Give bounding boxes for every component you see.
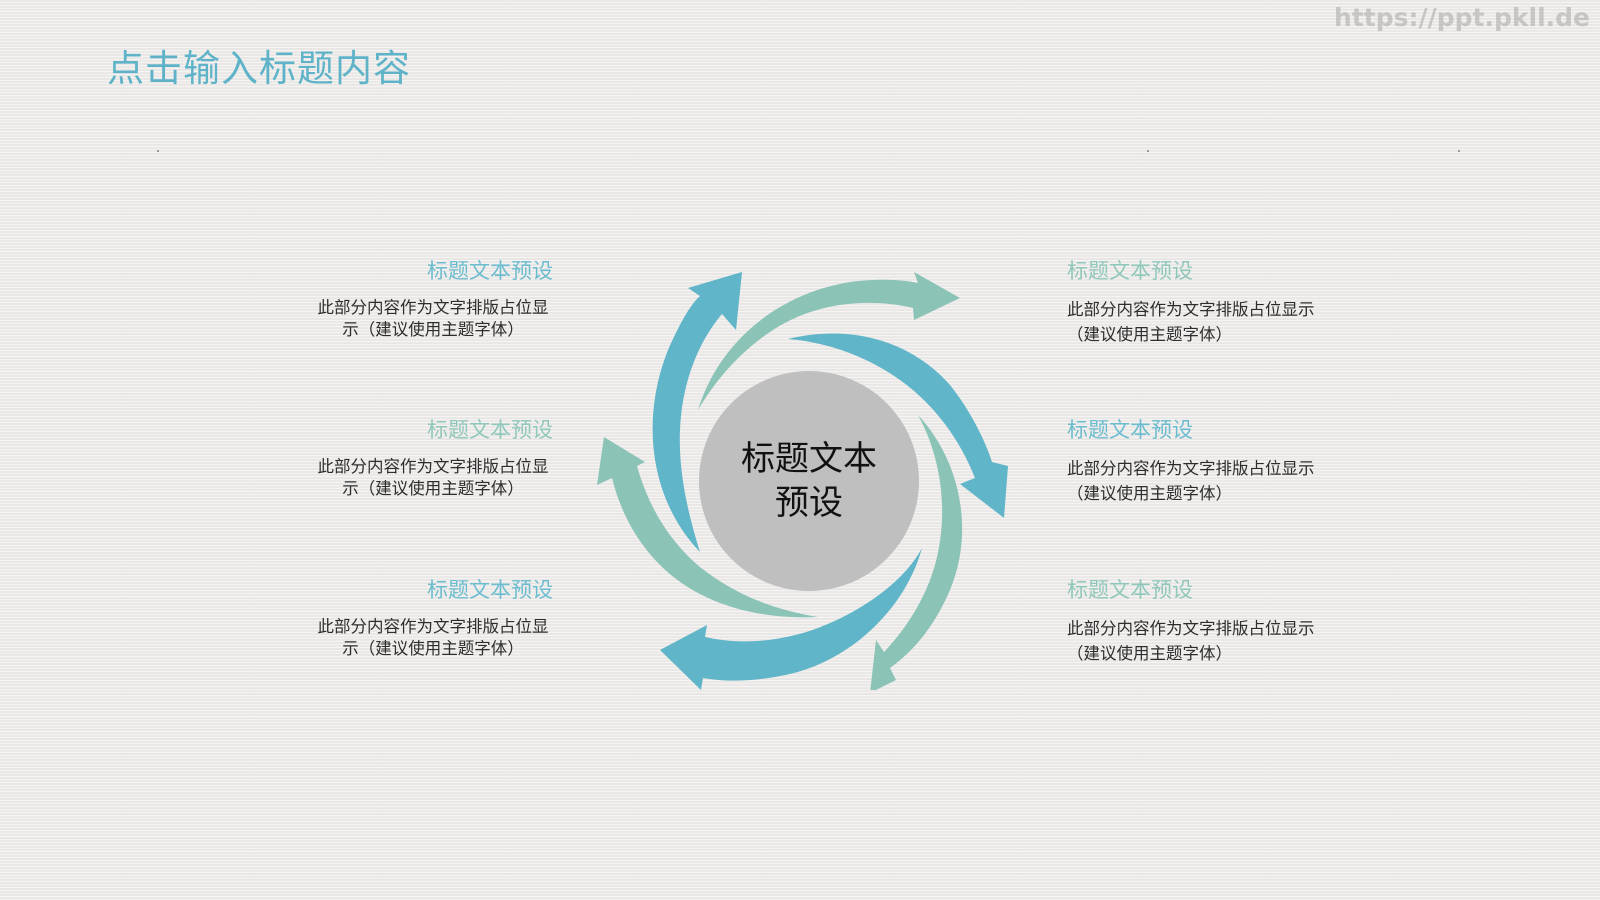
item-desc: 此部分内容作为文字排版占位显示（建议使用主题字体） xyxy=(317,617,549,658)
decor-dot xyxy=(1458,150,1460,152)
arrow-green-bottom-right-icon[interactable] xyxy=(870,415,963,690)
watermark: https://ppt.pkll.de xyxy=(1334,3,1590,32)
center-circle[interactable]: 标题文本预设 xyxy=(699,371,919,591)
arrow-blue-bottom-icon[interactable] xyxy=(660,548,922,690)
slide-title[interactable]: 点击输入标题内容 xyxy=(107,47,411,90)
item-title: 标题文本预设 xyxy=(427,259,553,283)
item-left-2[interactable]: 标题文本预设 此部分内容作为文字排版占位显示（建议使用主题字体） xyxy=(263,416,554,500)
item-title: 标题文本预设 xyxy=(1067,578,1193,602)
item-title: 标题文本预设 xyxy=(427,418,553,442)
arrow-blue-right-icon[interactable] xyxy=(788,333,1008,518)
item-desc: 此部分内容作为文字排版占位显示（建议使用主题字体） xyxy=(1067,459,1315,503)
arrow-blue-top-left-icon[interactable] xyxy=(652,272,742,552)
item-right-3[interactable]: 标题文本预设 此部分内容作为文字排版占位显示（建议使用主题字体） xyxy=(1067,576,1357,666)
item-title: 标题文本预设 xyxy=(1067,418,1193,442)
item-desc: 此部分内容作为文字排版占位显示（建议使用主题字体） xyxy=(1067,619,1315,663)
item-left-1[interactable]: 标题文本预设 此部分内容作为文字排版占位显示（建议使用主题字体） xyxy=(263,257,554,341)
item-left-3[interactable]: 标题文本预设 此部分内容作为文字排版占位显示（建议使用主题字体） xyxy=(263,576,554,660)
swirl-arrows-diagram xyxy=(597,272,1008,690)
arrow-green-top-icon[interactable] xyxy=(698,272,960,410)
item-desc: 此部分内容作为文字排版占位显示（建议使用主题字体） xyxy=(1067,300,1315,344)
center-label: 标题文本预设 xyxy=(741,439,877,523)
item-desc: 此部分内容作为文字排版占位显示（建议使用主题字体） xyxy=(317,457,549,498)
decor-dot xyxy=(1147,150,1149,152)
item-right-1[interactable]: 标题文本预设 此部分内容作为文字排版占位显示（建议使用主题字体） xyxy=(1067,257,1357,347)
item-right-2[interactable]: 标题文本预设 此部分内容作为文字排版占位显示（建议使用主题字体） xyxy=(1067,416,1357,506)
item-title: 标题文本预设 xyxy=(427,578,553,602)
item-title: 标题文本预设 xyxy=(1067,259,1193,283)
decor-dot xyxy=(157,150,159,152)
arrow-green-left-icon[interactable] xyxy=(597,437,818,618)
item-desc: 此部分内容作为文字排版占位显示（建议使用主题字体） xyxy=(317,298,549,339)
